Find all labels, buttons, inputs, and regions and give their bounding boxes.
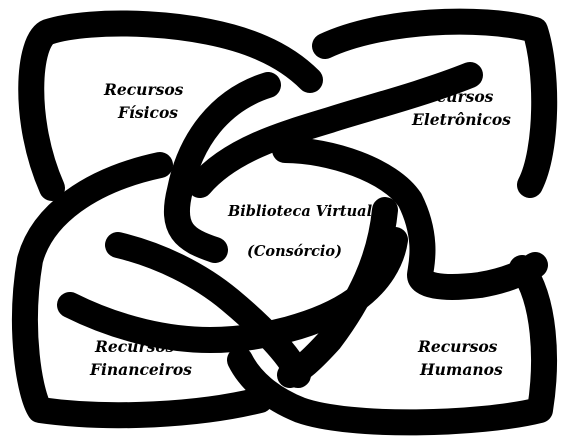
label-top-right: Recursos Eletrônicos (411, 87, 511, 129)
label-bottom-left: Recursos Financeiros (89, 337, 192, 379)
band-top-left-inner (163, 72, 281, 263)
knot-bands (11, 8, 558, 436)
band-top-right-inner (272, 137, 548, 300)
label-bottom-right: Recursos Humanos (417, 337, 503, 379)
label-bottom-right-line2: Humanos (419, 360, 503, 379)
band-top-right-outer (312, 8, 558, 198)
band-bottom-right-inner (277, 197, 398, 388)
label-bottom-left-line1: Recursos (94, 337, 175, 356)
label-bottom-right-line1: Recursos (417, 337, 498, 356)
label-bottom-left-line2: Financeiros (89, 360, 192, 379)
label-center: Biblioteca Virtual (Consórcio) (227, 203, 373, 260)
label-center-line1: Biblioteca Virtual (227, 203, 373, 220)
band-bottom-left-inner (105, 232, 311, 388)
band-upper-inner (187, 62, 483, 198)
label-top-left: Recursos Físicos (103, 80, 184, 122)
label-top-left-line2: Físicos (117, 103, 178, 122)
label-center-line2: (Consórcio) (247, 243, 342, 260)
band-bottom-right-outer (227, 255, 557, 436)
label-top-right-line2: Eletrônicos (411, 110, 511, 129)
label-top-left-line1: Recursos (103, 80, 184, 99)
label-top-right-line1: Recursos (413, 87, 494, 106)
band-bottom-left-outer (11, 152, 273, 429)
band-top-left-outer (18, 10, 323, 201)
